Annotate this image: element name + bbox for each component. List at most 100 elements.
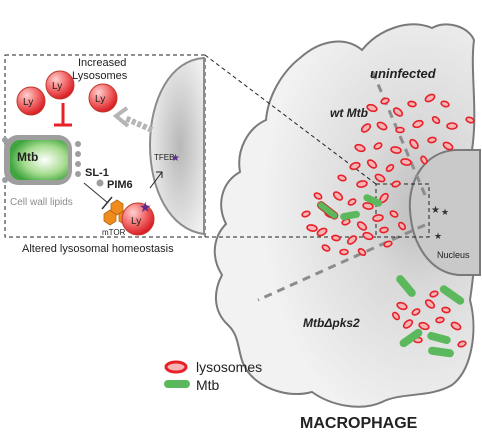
label-increased: Increased xyxy=(78,57,126,69)
lysosome xyxy=(45,70,75,100)
lysosome xyxy=(435,316,445,324)
lysosome xyxy=(450,321,462,331)
lysosome xyxy=(385,163,395,173)
ly-label: Ly xyxy=(23,97,33,108)
lysosome xyxy=(88,83,118,113)
lysosome xyxy=(331,234,341,242)
lysosome xyxy=(441,306,451,314)
label-lysosomes-heading: Lysosomes xyxy=(72,70,128,82)
lysosome xyxy=(420,155,428,165)
lysosome xyxy=(424,93,436,103)
lysosome xyxy=(457,340,467,348)
lysosome xyxy=(402,319,414,329)
lysosome xyxy=(442,141,454,151)
lysosome xyxy=(306,224,318,232)
lysosome xyxy=(389,210,399,218)
lysosome xyxy=(407,100,417,108)
pim6-dot xyxy=(96,179,104,187)
label-sl1: SL-1 xyxy=(85,167,109,179)
lysosome xyxy=(465,116,475,124)
lysosome xyxy=(339,248,349,256)
tfeb-nuclear-star-icon: ★ xyxy=(171,153,180,164)
ly-label: Ly xyxy=(131,216,141,227)
label-pim6: PIM6 xyxy=(107,179,133,191)
nucleus-tfeb-stars: ★ ★ ★ xyxy=(431,205,449,241)
mtb-rod xyxy=(396,275,416,297)
label-uninfected: uninfected xyxy=(370,66,437,81)
mtb-rod xyxy=(427,331,451,345)
lysosome xyxy=(354,143,366,153)
lysosome xyxy=(366,159,378,169)
mtb-rod xyxy=(439,285,465,305)
label-nucleus: Nucleus xyxy=(437,250,470,260)
lysosome xyxy=(390,146,402,154)
star-icon: ★ xyxy=(441,207,449,217)
lysosome xyxy=(301,210,311,218)
tfeb-arrow-icon xyxy=(149,171,163,189)
lysosome xyxy=(349,161,361,171)
lysosome xyxy=(395,126,405,134)
legend-lysosomes-label: lysosomes xyxy=(196,359,262,375)
lysosome xyxy=(321,244,331,252)
mtb-label: Mtb xyxy=(17,150,38,164)
lysosome xyxy=(357,247,367,257)
lysosome xyxy=(356,180,368,188)
lysosome xyxy=(427,136,437,144)
mtb-rod xyxy=(428,346,454,358)
wt-mtb-group xyxy=(316,194,383,221)
lysosome xyxy=(313,192,323,200)
lysosome xyxy=(360,123,372,133)
label-altered-homeostasis: Altered lysosomal homeostasis xyxy=(22,243,174,255)
lysosome xyxy=(424,299,436,309)
divider-lower xyxy=(257,223,426,302)
lysosome xyxy=(347,198,357,206)
lysosome xyxy=(372,214,384,222)
lysosome-large xyxy=(121,202,155,236)
lysosome xyxy=(376,121,388,131)
legend-lysosome-symbol xyxy=(164,360,188,374)
lysosome xyxy=(362,231,374,241)
star-icon: ★ xyxy=(431,205,440,216)
lysosome xyxy=(380,97,390,105)
lysosome xyxy=(400,158,412,166)
label-mtor: mTOR xyxy=(102,228,126,237)
lysosome xyxy=(356,221,368,231)
label-macrophage: MACROPHAGE xyxy=(300,415,418,432)
lysosome xyxy=(411,308,421,316)
mtb-rod xyxy=(399,328,423,348)
lysosome xyxy=(440,100,450,108)
lysosome xyxy=(332,191,344,201)
lysosome xyxy=(409,138,419,150)
label-mtb-delta-pks2: MtbΔpks2 xyxy=(303,316,360,330)
zoom-region-box xyxy=(375,183,430,238)
ly-label: Ly xyxy=(52,81,62,92)
ly-label: Ly xyxy=(95,94,105,105)
lysosome xyxy=(418,321,430,331)
wt-lysosome-group xyxy=(301,93,475,257)
lipid-inhibition-icon xyxy=(83,182,113,210)
pks2-mtb-group xyxy=(396,275,465,358)
lysosome xyxy=(446,122,458,130)
lysosome xyxy=(16,86,46,116)
legend: lysosomes Mtb xyxy=(164,359,262,393)
tfeb-star-icon: ★ xyxy=(139,199,152,215)
divider-upper xyxy=(370,69,427,196)
lysosome xyxy=(391,311,401,321)
lysosome xyxy=(383,240,393,248)
star-icon: ★ xyxy=(434,231,442,241)
lysosome xyxy=(346,235,358,245)
lysosome xyxy=(373,142,383,150)
nucleus xyxy=(408,149,481,276)
lysosome xyxy=(397,221,407,231)
legend-mtb-label: Mtb xyxy=(196,377,220,393)
lysosome xyxy=(379,226,389,234)
lysosome xyxy=(392,107,404,117)
pks2-lysosome-group xyxy=(391,290,467,348)
lysosome xyxy=(396,301,408,311)
label-tfeb: TFEB xyxy=(154,153,174,162)
lysosome xyxy=(337,174,347,182)
inhibition-symbol xyxy=(54,103,72,127)
mtb-rod xyxy=(363,194,383,207)
lysosome xyxy=(316,227,328,237)
